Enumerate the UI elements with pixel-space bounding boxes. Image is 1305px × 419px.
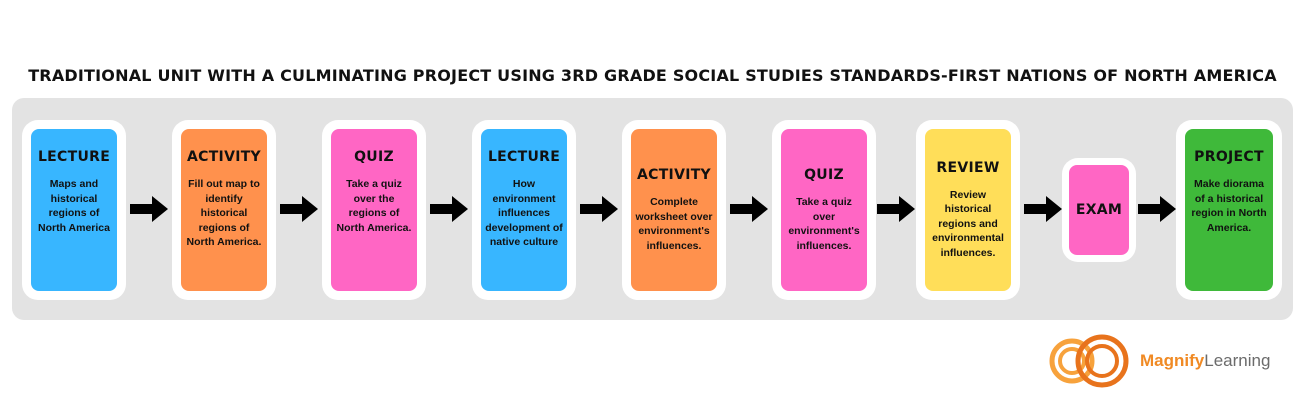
step-description: Maps and historical regions of North Ame… [38,178,110,234]
step-heading: PROJECT [1194,149,1264,165]
step-description: Make diorama of a historical region in N… [1191,178,1267,234]
step-heading: ACTIVITY [637,167,711,183]
step-description: Take a quiz over environment's influence… [788,196,860,252]
step-card-activity-2: ACTIVITY Complete worksheet over environ… [622,120,726,300]
step-card-fill: LECTURE Maps and historical regions of N… [31,129,117,291]
step-heading: ACTIVITY [187,149,261,165]
magnify-learning-logo: MagnifyLearning [1046,330,1296,392]
step-card-review: REVIEW Review historical regions and env… [916,120,1020,300]
step-card-lecture-1: LECTURE Maps and historical regions of N… [22,120,126,300]
step-card-fill: QUIZ Take a quiz over environment's infl… [781,129,867,291]
step-card-fill: EXAM [1069,165,1129,255]
logo-brand: Magnify [1140,351,1205,370]
right-arrow-icon [280,196,318,222]
step-heading: EXAM [1075,202,1123,218]
step-card-quiz-1: QUIZ Take a quiz over the regions of Nor… [322,120,426,300]
step-card-fill: ACTIVITY Complete worksheet over environ… [631,129,717,291]
magnify-learning-logo-icon [1049,334,1129,388]
page-title: TRADITIONAL UNIT WITH A CULMINATING PROJ… [28,66,1277,85]
step-heading: LECTURE [487,149,561,165]
step-card-exam: EXAM [1062,158,1136,262]
step-card-lecture-2: LECTURE How environment influences devel… [472,120,576,300]
right-arrow-icon [877,196,915,222]
step-heading: REVIEW [936,159,1000,176]
logo-wordmark: MagnifyLearning [1140,351,1270,371]
step-card-activity-1: ACTIVITY Fill out map to identify histor… [172,120,276,300]
step-heading: LECTURE [37,149,111,165]
step-card-fill: LECTURE How environment influences devel… [481,129,567,291]
right-arrow-icon [430,196,468,222]
step-card-quiz-2: QUIZ Take a quiz over environment's infl… [772,120,876,300]
step-card-fill: REVIEW Review historical regions and env… [925,129,1011,291]
logo-suffix: Learning [1204,351,1271,370]
step-description: How environment influences development o… [485,178,563,248]
step-card-fill: PROJECT Make diorama of a historical reg… [1185,129,1273,291]
right-arrow-icon [730,196,768,222]
step-description: Take a quiz over the regions of North Am… [336,178,412,234]
step-description: Complete worksheet over environment's in… [635,196,713,252]
right-arrow-icon [1024,196,1062,222]
step-description: Fill out map to identify historical regi… [186,178,262,248]
right-arrow-icon [130,196,168,222]
step-description: Review historical regions and environmen… [932,188,1004,259]
step-card-fill: QUIZ Take a quiz over the regions of Nor… [331,129,417,291]
right-arrow-icon [1138,196,1176,222]
step-card-fill: ACTIVITY Fill out map to identify histor… [181,129,267,291]
step-heading: QUIZ [804,167,844,183]
right-arrow-icon [580,196,618,222]
step-heading: QUIZ [354,149,394,165]
step-card-project: PROJECT Make diorama of a historical reg… [1176,120,1282,300]
